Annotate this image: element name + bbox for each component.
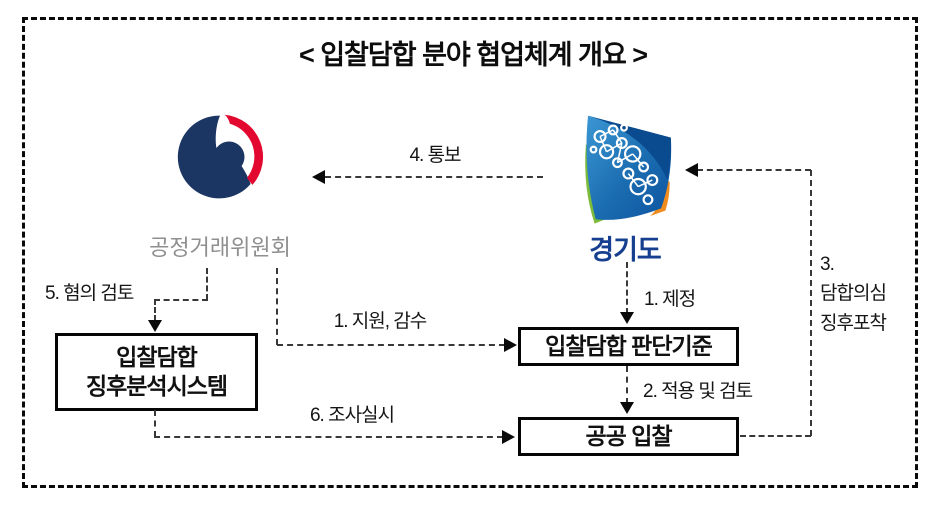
gyeonggi-logo-orange-corner: [650, 180, 670, 217]
box-bid-rigging-analysis-system: 입찰담합 징후분석시스템: [55, 333, 258, 411]
edge-suspicion-label-line2: 담합의심: [820, 283, 887, 305]
edge-suspicion-label-line3: 징후포착: [820, 312, 887, 334]
edge-review-line-v1: [206, 268, 208, 300]
edge-apply-line: [626, 366, 628, 404]
kftc-logo-navy-swirl: [177, 115, 251, 199]
kftc-logo-red-crescent: [224, 114, 264, 185]
edge-enact-line: [626, 262, 628, 314]
edge-investigate-line-v: [154, 410, 156, 437]
box-criteria-label: 입찰담합 판단기준: [545, 333, 713, 360]
edge-notify-label: 4. 통보: [409, 145, 461, 166]
edge-support-label: 1. 지원, 감수: [333, 311, 428, 332]
edge-enact-arrowhead-icon: [620, 312, 634, 324]
gyeonggi-logo-icon: [566, 106, 682, 228]
edge-review-arrowhead-icon: [148, 320, 162, 332]
gyeonggi-logo-svg: [585, 115, 672, 224]
edge-notify-arrowhead-icon: [312, 170, 325, 184]
edge-investigate-arrowhead-icon: [502, 430, 515, 444]
edge-review-line-v2: [154, 299, 156, 321]
box-bid-rigging-criteria: 입찰담합 판단기준: [518, 327, 739, 366]
edge-suspicion-line-bottom: [740, 435, 811, 437]
edge-support-line-h: [277, 344, 505, 346]
gyeonggi-logo-dark-corner: [588, 115, 672, 181]
box-system-line2: 징후분석시스템: [85, 373, 228, 399]
edge-review-line-h: [154, 299, 208, 301]
box-system-line1: 입찰담합: [116, 344, 198, 371]
edge-support-arrowhead-icon: [504, 338, 517, 352]
gyeonggi-label: 경기도: [589, 235, 662, 265]
diagram-title: < 입찰담합 분야 협업체계 개요 >: [298, 40, 648, 70]
edge-investigate-line-h: [154, 436, 503, 438]
edge-apply-label: 2. 적용 및 검토: [643, 381, 753, 402]
edge-support-line-v: [276, 268, 278, 345]
kftc-logo-svg: [177, 114, 264, 199]
edge-review-label: 5. 혐의 검토: [45, 283, 134, 304]
edge-suspicion-label-line1: 3.: [820, 254, 835, 275]
edge-investigate-label: 6. 조사실시: [309, 405, 395, 426]
edge-suspicion-arrowhead-icon: [685, 163, 698, 177]
kftc-taegeuk-logo-icon: [175, 110, 265, 204]
box-bid-label: 공공 입찰: [585, 423, 672, 450]
box-public-bidding: 공공 입찰: [518, 417, 739, 456]
gyeonggi-logo-network-pattern: [589, 123, 659, 206]
edge-suspicion-line-vertical: [810, 170, 812, 436]
kftc-label: 공정거래위원회: [149, 235, 291, 260]
edge-apply-arrowhead-icon: [620, 402, 634, 414]
edge-enact-label: 1. 제정: [644, 289, 696, 310]
edge-suspicion-line-top: [697, 169, 811, 171]
edge-notify-line: [325, 176, 543, 178]
edge-suspicion-label: 3. 담합의심 징후포착: [820, 250, 915, 338]
